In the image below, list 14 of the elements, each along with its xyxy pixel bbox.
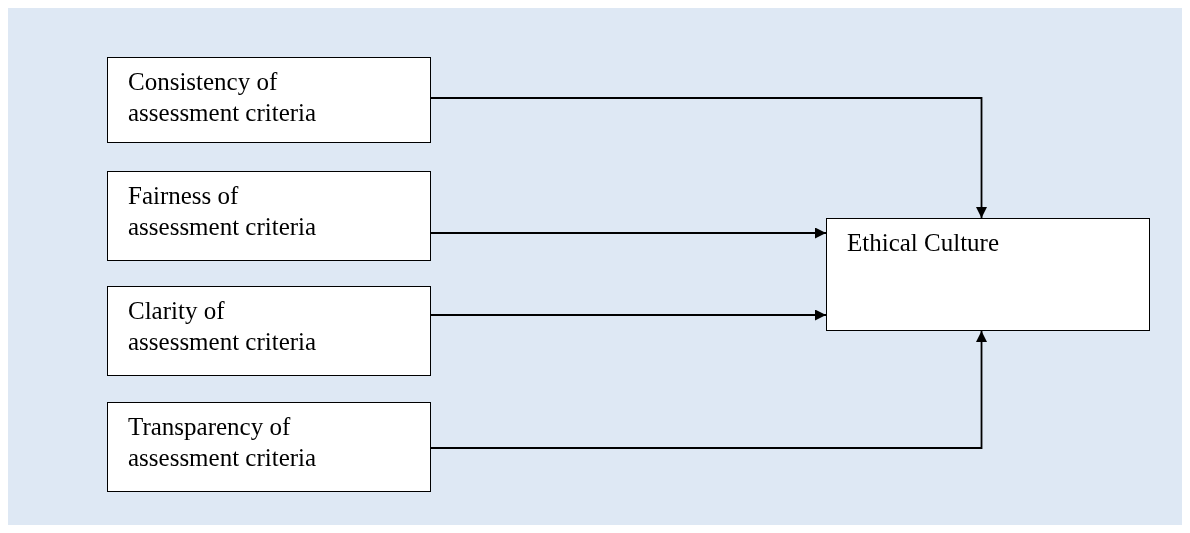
box-label: Fairness of assessment criteria: [128, 181, 318, 242]
box-label: Ethical Culture: [847, 228, 1001, 258]
arrow: [430, 227, 827, 239]
text-box: [107, 171, 431, 261]
arrow: [430, 330, 987, 449]
text-box: [826, 218, 1150, 331]
box-label: Clarity of assessment criteria: [128, 296, 318, 357]
arrow: [430, 309, 827, 321]
text-box: [107, 402, 431, 492]
box-label: Transparency of assessment criteria: [128, 412, 318, 473]
arrow: [430, 97, 987, 219]
text-box: [107, 57, 431, 143]
box-label: Consistency of assessment criteria: [128, 67, 318, 128]
text-box: [107, 286, 431, 376]
